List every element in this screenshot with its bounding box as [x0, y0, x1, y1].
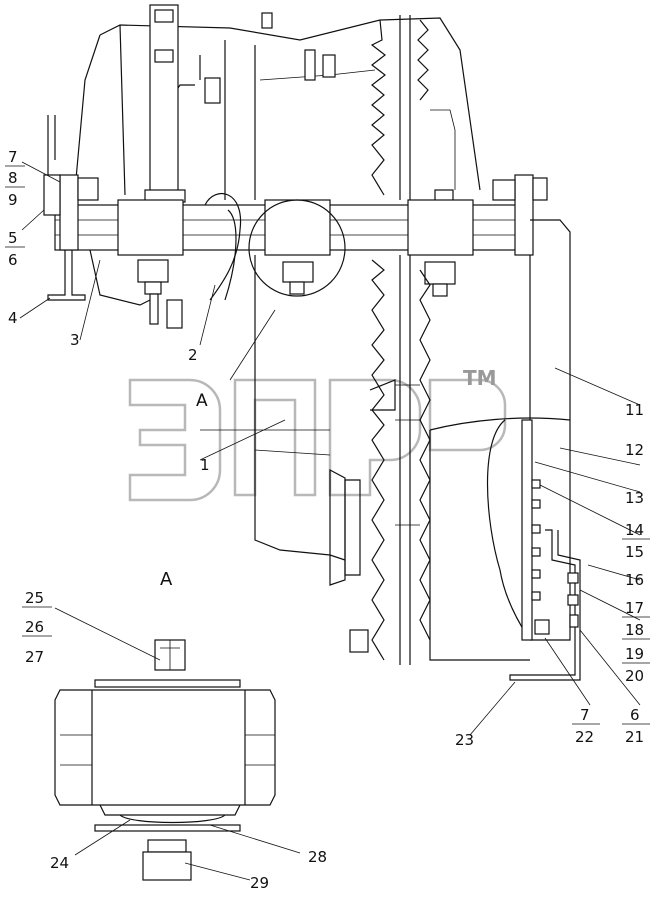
callout-24: 24: [50, 854, 69, 872]
callout-27: 27: [25, 648, 44, 666]
callout-13: 13: [625, 489, 644, 507]
callout-28: 28: [308, 848, 327, 866]
callout-12: 12: [625, 441, 644, 459]
watermark-trademark: TM: [463, 366, 497, 390]
callout-8: 8: [8, 169, 18, 187]
callout-20: 20: [625, 667, 644, 685]
section-label-a: A: [196, 391, 208, 411]
callout-4: 4: [8, 309, 18, 327]
callout-23: 23: [455, 731, 474, 749]
callout-6: 6: [8, 251, 18, 269]
callout-7b: 7: [580, 706, 590, 724]
leader-lines: [19, 161, 641, 881]
callout-3: 3: [70, 331, 80, 349]
callout-9: 9: [8, 191, 18, 209]
callout-15: 15: [625, 543, 644, 561]
callout-7: 7: [8, 148, 18, 166]
callout-17: 17: [625, 599, 644, 617]
callout-22: 22: [575, 728, 594, 746]
callout-11: 11: [625, 401, 644, 419]
callout-2: 2: [188, 346, 198, 364]
callout-19: 19: [625, 645, 644, 663]
view-marker-a: A: [160, 569, 173, 590]
callout-29: 29: [250, 874, 269, 892]
callout-5: 5: [8, 229, 18, 247]
main-assembly: [43, 4, 581, 681]
callout-16: 16: [625, 571, 644, 589]
callout-21: 21: [625, 728, 644, 746]
callout-18: 18: [625, 621, 644, 639]
callout-1: 1: [200, 456, 210, 474]
detail-view-a: [54, 639, 276, 881]
callout-26: 26: [25, 618, 44, 636]
callout-6b: 6: [630, 706, 640, 724]
watermark-logo: TM: [128, 366, 507, 502]
callout-14: 14: [625, 521, 644, 539]
callouts: 7 8 9 5 6 4 3 2 A 1 11 12 13 14 15 16 17…: [5, 148, 650, 892]
callout-25: 25: [25, 589, 44, 607]
